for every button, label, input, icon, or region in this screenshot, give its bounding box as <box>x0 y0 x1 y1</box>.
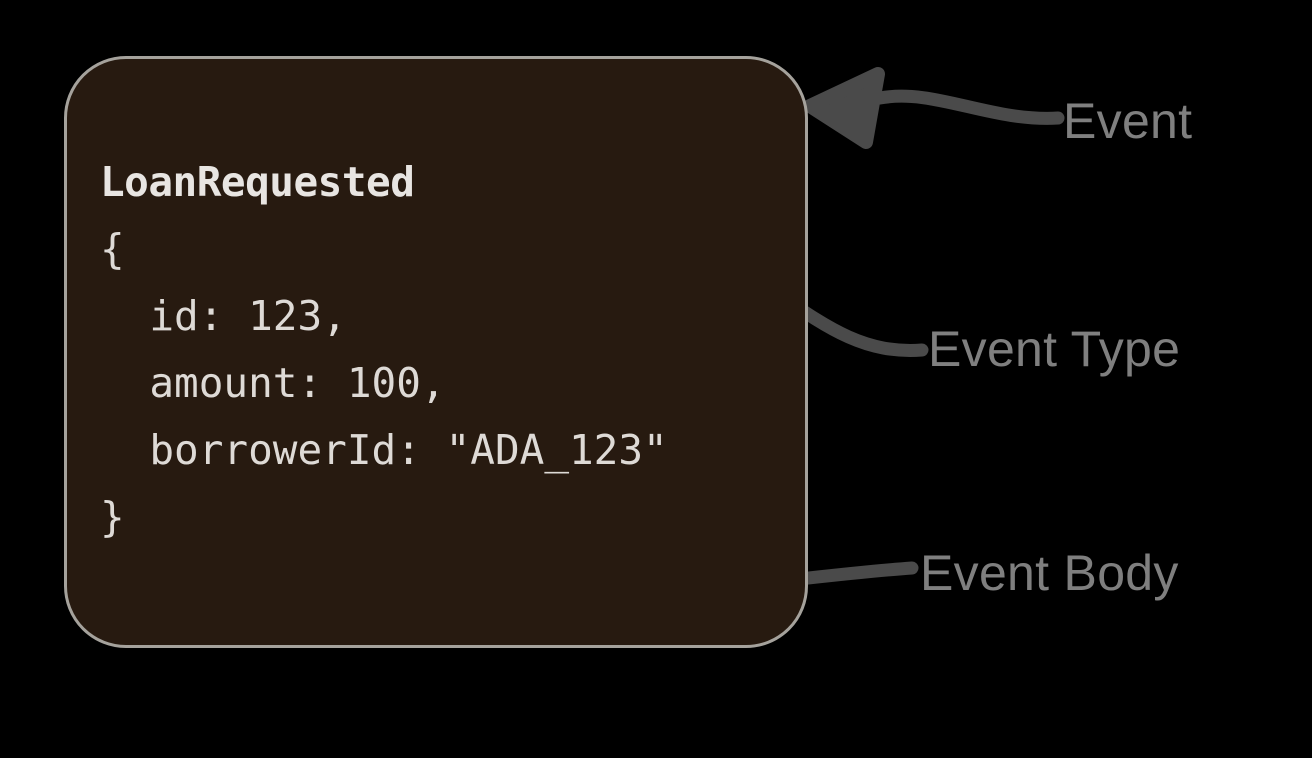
event-code-block: LoanRequested { id: 123, amount: 100, bor… <box>100 149 668 551</box>
event-body-line-amount: amount: 100, <box>100 359 446 407</box>
event-body-line-id: id: 123, <box>100 292 347 340</box>
annotation-label-event-type: Event Type <box>928 321 1181 377</box>
event-body-open-brace: { <box>100 225 125 273</box>
annotation-label-event: Event <box>1063 93 1193 149</box>
event-body-line-borrowerid: borrowerId: "ADA_123" <box>100 426 668 474</box>
event-body-close-brace: } <box>100 493 125 541</box>
event-card: LoanRequested { id: 123, amount: 100, bor… <box>64 56 808 648</box>
event-arrow <box>803 67 1065 149</box>
event-type-text: LoanRequested <box>100 158 415 206</box>
annotation-label-event-body: Event Body <box>920 545 1179 601</box>
